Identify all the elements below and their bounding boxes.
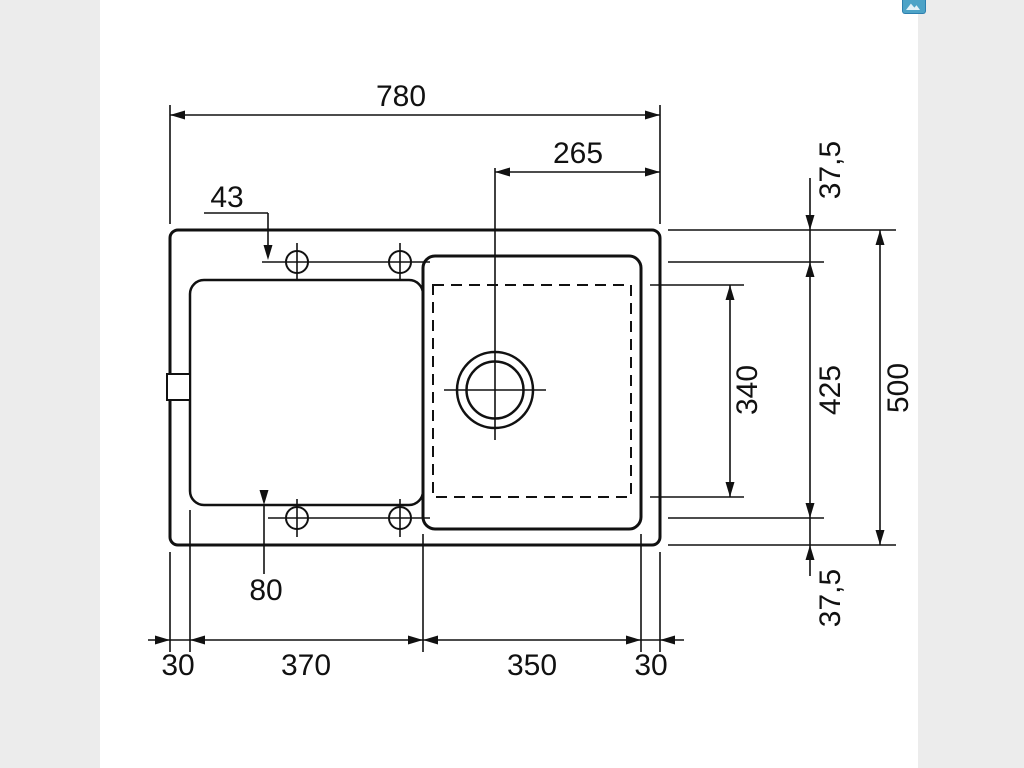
arrowhead [725,482,735,497]
dim-label-37-5-bottom: 37,5 [814,569,847,627]
dim-label-500: 500 [882,363,915,413]
dim-label-43: 43 [210,181,243,214]
image-badge-icon[interactable] [902,0,926,14]
dim-label-80: 80 [249,574,282,607]
dim-label-30-left: 30 [161,649,194,682]
bowl-inner-dashed-outline [432,284,632,498]
arrowhead [263,245,273,260]
arrowhead [626,635,641,645]
arrowhead [170,110,185,120]
drainboard-outline [188,278,425,507]
dim-label-350: 350 [507,649,557,682]
tap-holes-group [262,243,430,537]
arrowhead [725,285,735,300]
arrowhead [805,545,815,560]
dim-label-265: 265 [553,137,603,170]
bowl-outline [421,254,643,531]
arrowhead [660,635,675,645]
dim-tap-hole-offset-top: 43 [204,181,273,260]
right-extension-lines [650,229,896,546]
dim-label-37-5-top: 37,5 [814,141,847,199]
dim-bowl-center-offset: 265 [495,137,660,177]
arrowhead [259,490,269,505]
arrowhead [645,167,660,177]
arrowhead [805,215,815,230]
arrowhead [875,530,885,545]
dim-margins-and-span: 37,5 425 37,5 [805,141,847,627]
arrowhead [408,635,423,645]
overflow-notch [166,373,191,401]
arrowhead [805,262,815,277]
dim-bottom-chain: 30 370 350 30 [148,510,684,682]
dim-tap-hole-offset-bottom: 80 [249,490,283,607]
dim-bowl-inner-depth: 340 [725,285,764,497]
image-badge-glyph [906,3,920,10]
dim-label-780: 780 [376,80,426,113]
dim-label-425: 425 [814,365,847,415]
sink-outline-group [166,228,662,547]
arrowhead [190,635,205,645]
dim-label-30-right: 30 [634,649,667,682]
arrowhead [805,503,815,518]
arrowhead [423,635,438,645]
arrowhead [495,167,510,177]
dim-overall-width: 780 [169,80,661,224]
dim-label-340: 340 [731,365,764,415]
arrowhead [645,110,660,120]
arrowhead [875,230,885,245]
dim-label-370: 370 [281,649,331,682]
drain-group [444,168,546,440]
dim-overall-depth: 500 [875,230,915,545]
arrowhead [155,635,170,645]
